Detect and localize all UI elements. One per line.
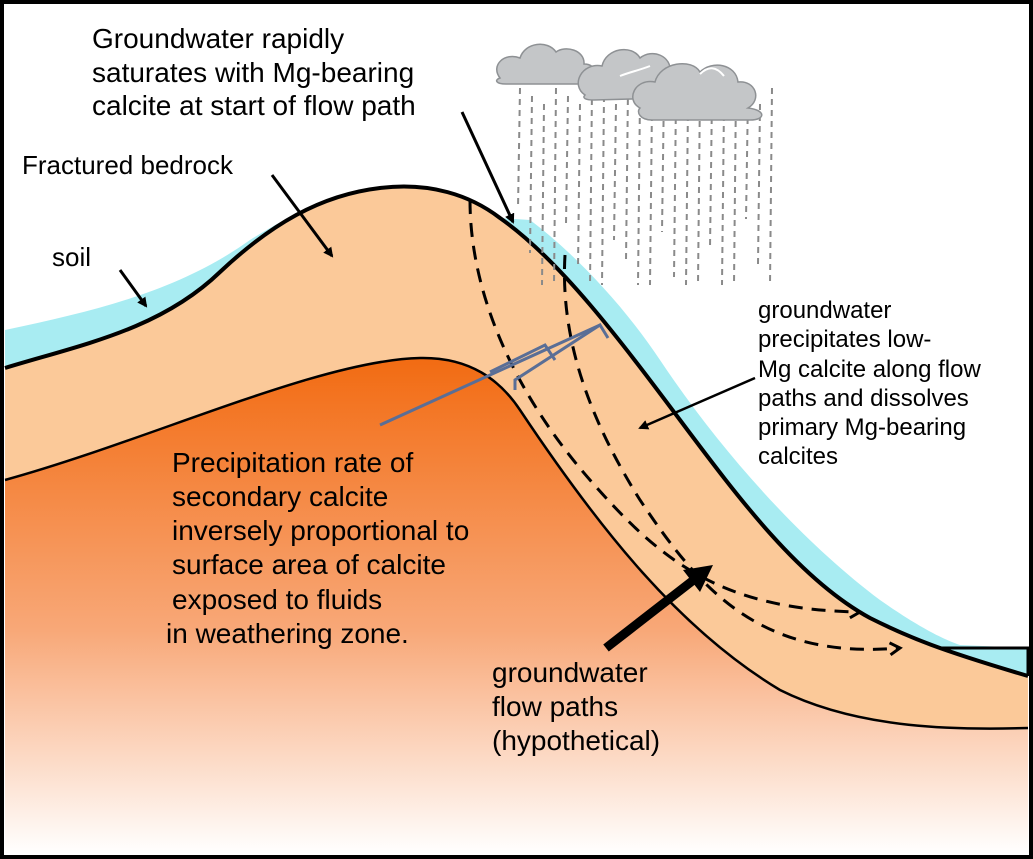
- cloud-highlight-1: [619, 65, 651, 77]
- surface-area-brackets: [379, 322, 610, 427]
- thick-arrow-flow-paths: [603, 571, 703, 652]
- label-precipitation-rate: Precipitation rate of secondary calcite …: [166, 446, 470, 651]
- label-line: Precipitation rate of: [172, 447, 414, 478]
- cloud-left: [495, 43, 597, 85]
- rain-streak: [649, 103, 653, 286]
- label-line: calcite at start of flow path: [92, 90, 416, 122]
- cloud-highlight-2: [699, 67, 725, 77]
- label-flow-paths: groundwater flow paths (hypothetical): [492, 656, 660, 758]
- weathering-front-line: [4, 356, 1029, 730]
- rain-streak: [601, 95, 605, 286]
- fractured-bedrock-layer: [5, 186, 1028, 729]
- arrow-to-flow-path: [638, 376, 756, 430]
- flow-path-dashed-2: [562, 254, 903, 657]
- rain-streak: [565, 95, 569, 225]
- rain-streak: [517, 87, 521, 209]
- label-line: groundwater: [492, 657, 648, 688]
- label-line: Mg calcite along flow: [758, 355, 981, 383]
- rain-streak: [577, 103, 581, 270]
- rain-streak: [613, 103, 617, 241]
- arrow-to-fractured-bedrock: [270, 174, 334, 258]
- label-line: exposed to fluids: [172, 583, 383, 615]
- rain-streak: [745, 95, 749, 220]
- label-line: in weathering zone.: [166, 617, 409, 649]
- label-line: (hypothetical): [492, 725, 661, 757]
- arrow-to-surface: [460, 111, 515, 224]
- label-line: calcites: [758, 443, 839, 471]
- pond-outline: [940, 646, 1030, 676]
- rain-streak: [673, 95, 677, 278]
- rain-streak: [637, 95, 641, 286]
- label-groundwater-saturates: Groundwater rapidly saturates with Mg-be…: [92, 22, 416, 123]
- flow-path-dashed-1: [468, 199, 863, 620]
- label-fractured-bedrock: Fractured bedrock: [22, 150, 233, 180]
- deep-bedrock-zone: [5, 357, 1028, 854]
- bracket-2: [513, 322, 610, 390]
- rain-streak: [625, 87, 629, 262]
- rain-streaks: [517, 87, 773, 286]
- rain-streak: [541, 103, 545, 286]
- label-line: primary Mg-bearing: [758, 414, 967, 442]
- label-line: groundwater: [758, 297, 892, 324]
- label-line: inversely proportional to: [172, 515, 470, 547]
- rain-streak: [757, 103, 761, 265]
- bracket-long-line: [379, 323, 601, 427]
- label-line: saturates with Mg-bearing: [92, 56, 415, 88]
- arrow-to-soil: [118, 269, 148, 308]
- label-groundwater-precipitates: groundwater precipitates low- Mg calcite…: [758, 296, 981, 472]
- rain-cloud-icon: [495, 43, 763, 121]
- label-line: paths and dissolves: [758, 384, 969, 412]
- arrow-icon: [683, 565, 713, 592]
- cloud-right: [632, 63, 763, 121]
- label-line: precipitates low-: [758, 326, 932, 354]
- rain-streak: [769, 87, 773, 286]
- label-line: flow paths: [492, 691, 619, 723]
- rain-streak: [721, 103, 725, 286]
- label-line: Groundwater rapidly: [92, 23, 345, 54]
- label-line: secondary calcite: [172, 481, 389, 513]
- rain-streak: [529, 95, 533, 254]
- label-soil: soil: [52, 242, 92, 272]
- rain-streak: [709, 95, 713, 249]
- rain-streak: [589, 87, 593, 286]
- label-line: surface area of calcite: [172, 549, 446, 581]
- rain-streak: [685, 103, 689, 286]
